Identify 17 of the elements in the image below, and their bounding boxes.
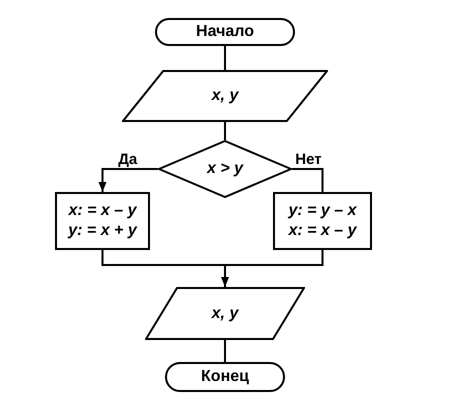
edge-label: Да (118, 152, 138, 167)
formula-text: x: = x – y (68, 201, 137, 221)
formula-text: y: = x + y (68, 221, 137, 241)
arrow (221, 250, 324, 287)
arrow (98, 168, 158, 192)
formula-text: y: = y – x (288, 201, 357, 221)
formula-text: x, y (212, 86, 238, 106)
node-label: Конец (201, 367, 249, 387)
connector-line (224, 340, 226, 362)
edge-label: Нет (295, 152, 322, 167)
formula-text: x, y (212, 304, 238, 324)
connector-line (224, 46, 226, 70)
connector-line (224, 122, 226, 140)
node-label: Начало (196, 22, 254, 42)
formula-text: x: = x – y (288, 221, 357, 241)
formula-text: x > y (206, 159, 244, 179)
connector-line (292, 168, 324, 192)
